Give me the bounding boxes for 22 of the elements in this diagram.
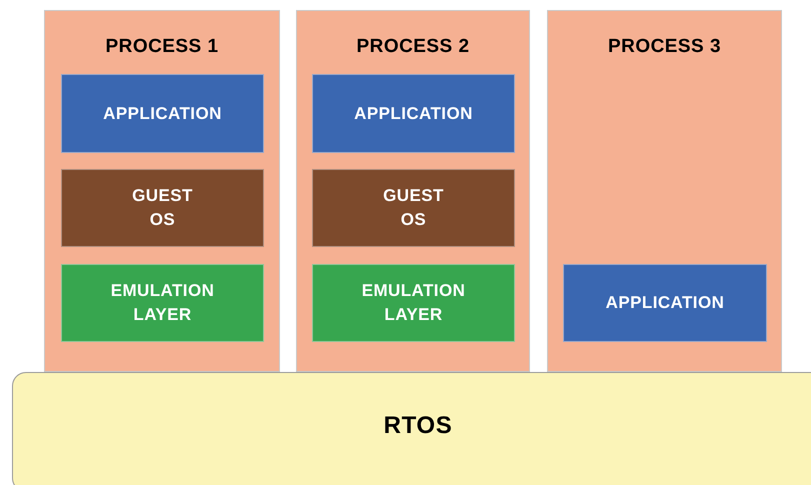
box-label: EMULATION LAYER [110,280,216,326]
box-label: PROCESS 3 [608,35,722,59]
guest-os-box [312,169,515,247]
application-box [563,264,767,342]
box-label: APPLICATION [354,102,473,124]
guest-os-box [61,169,264,247]
box-label: RTOS [384,414,452,438]
box-label: GUEST OS [131,185,194,231]
box-label: GUEST OS [382,185,445,231]
process-panel [296,10,530,372]
process-panel [44,10,280,372]
box-label: EMULATION LAYER [360,280,466,326]
box-label: PROCESS 1 [105,35,219,59]
box-label: PROCESS 2 [356,35,470,59]
emulation-layer-box [312,264,515,342]
emulation-layer-box [61,264,264,342]
box-label: APPLICATION [606,292,724,314]
box-label: APPLICATION [103,102,222,124]
application-box [312,74,515,153]
application-box [61,74,264,153]
rtos-base [12,372,811,485]
process-panel [547,10,782,372]
